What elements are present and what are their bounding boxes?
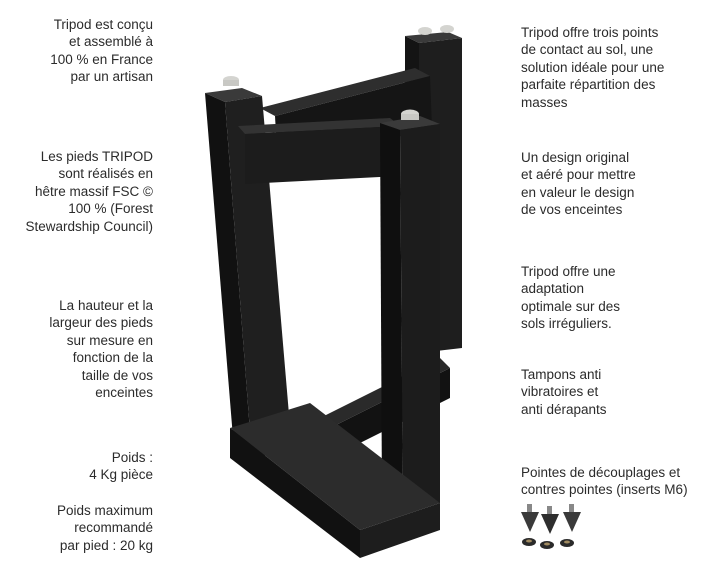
feature-fsc-wood: Les pieds TRIPOD sont réalisés en hêtre … [25, 149, 153, 234]
feature-original-design: Un design original et aéré pour mettre e… [521, 150, 636, 218]
top-beam-front [238, 118, 400, 184]
left-leg [205, 76, 292, 458]
feature-three-points: Tripod offre trois points de contact au … [521, 25, 665, 110]
spike-1 [521, 504, 539, 532]
feature-weight: Poids : 4 Kg pièce [89, 450, 153, 483]
right-leg [380, 109, 440, 510]
feature-custom-size: La hauteur et la largeur des pieds sur m… [49, 298, 153, 401]
feature-pads: Tampons anti vibratoires et anti dérapan… [521, 367, 607, 417]
feature-made-in-france: Tripod est conçu et assemblé à 100 % en … [50, 17, 153, 85]
feature-max-load: Poids maximum recommandé par pied : 20 k… [56, 503, 153, 553]
tripod-stand-image [205, 25, 462, 558]
spikes-image [521, 504, 581, 549]
base [230, 403, 440, 558]
spike-2 [541, 506, 559, 534]
counter-spikes [522, 538, 574, 549]
feature-spikes: Pointes de découplages et contres pointe… [521, 465, 688, 498]
spike-3 [563, 504, 581, 532]
feature-uneven-floors: Tripod offre une adaptation optimale sur… [521, 264, 621, 332]
